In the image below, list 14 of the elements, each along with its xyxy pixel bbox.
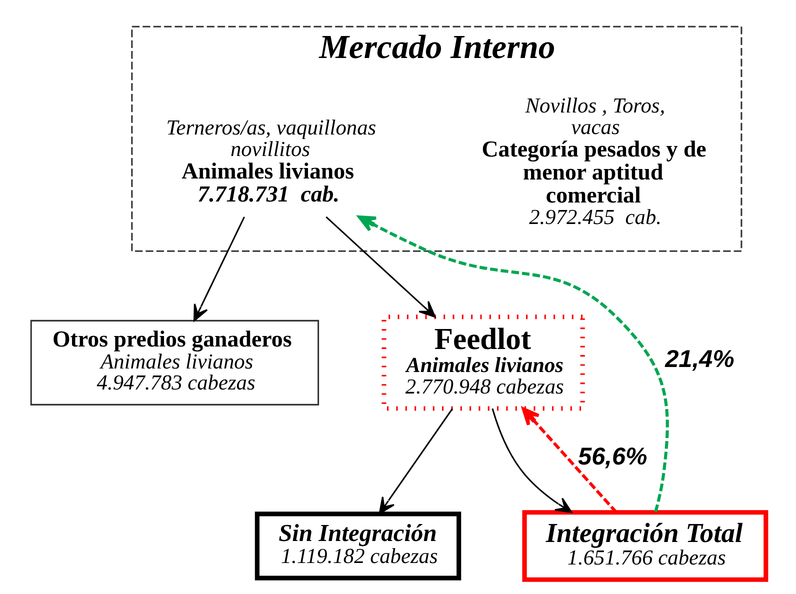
edge-label: 21,4%	[664, 346, 734, 373]
node-text: Terneros/as, vaquillonas novillitos Animales livianos 7.718.731 cab.	[166, 116, 376, 207]
arrow	[192, 216, 244, 322]
node-box: Integración Total 1.651.766 cabezas	[522, 510, 768, 582]
arrow	[378, 408, 452, 514]
node-text: Novillos , Toros, vacas Categoría pesados y de menor aptitud comercial 2.972.455 cab.	[481, 93, 706, 229]
node-box: Otros predios ganaderos Animales livianos 4.947.783 cabezas	[30, 320, 319, 406]
arrow	[325, 216, 436, 318]
node-box: Feedlot Animales livianos 2.770.948 cabezas	[381, 314, 584, 411]
edge-label: 56,6%	[577, 444, 647, 471]
arrow	[491, 408, 572, 514]
arrow	[521, 407, 617, 514]
arrow	[357, 215, 668, 512]
node-box: Sin Integración 1.119.182 cabezas	[254, 512, 461, 580]
